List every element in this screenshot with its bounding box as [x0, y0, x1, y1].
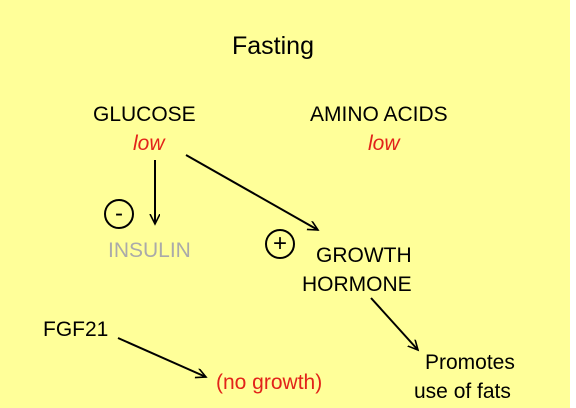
slide-edge	[570, 0, 576, 408]
growth-hormone-to-promotes-arrow	[370, 297, 418, 350]
promotes-label-line2: use of fats	[414, 380, 511, 403]
diagram-title: Fasting	[232, 32, 314, 60]
inhibit-sign: -	[104, 199, 134, 229]
amino-acids-level: low	[368, 132, 400, 155]
glucose-label: GLUCOSE	[93, 103, 196, 126]
insulin-label: INSULIN	[108, 239, 191, 262]
stimulate-sign: +	[265, 229, 295, 259]
glucose-level: low	[133, 132, 165, 155]
growth-hormone-label-line2: HORMONE	[302, 273, 412, 296]
no-growth-label: (no growth)	[216, 371, 323, 394]
growth-hormone-label-line1: GROWTH	[316, 244, 412, 267]
fgf21-to-no-growth-arrow	[117, 337, 206, 377]
glucose-to-growth-hormone-arrow	[185, 154, 318, 230]
promotes-label-line1: Promotes	[425, 351, 515, 374]
fgf21-label: FGF21	[43, 318, 109, 341]
amino-acids-label: AMINO ACIDS	[310, 103, 448, 126]
